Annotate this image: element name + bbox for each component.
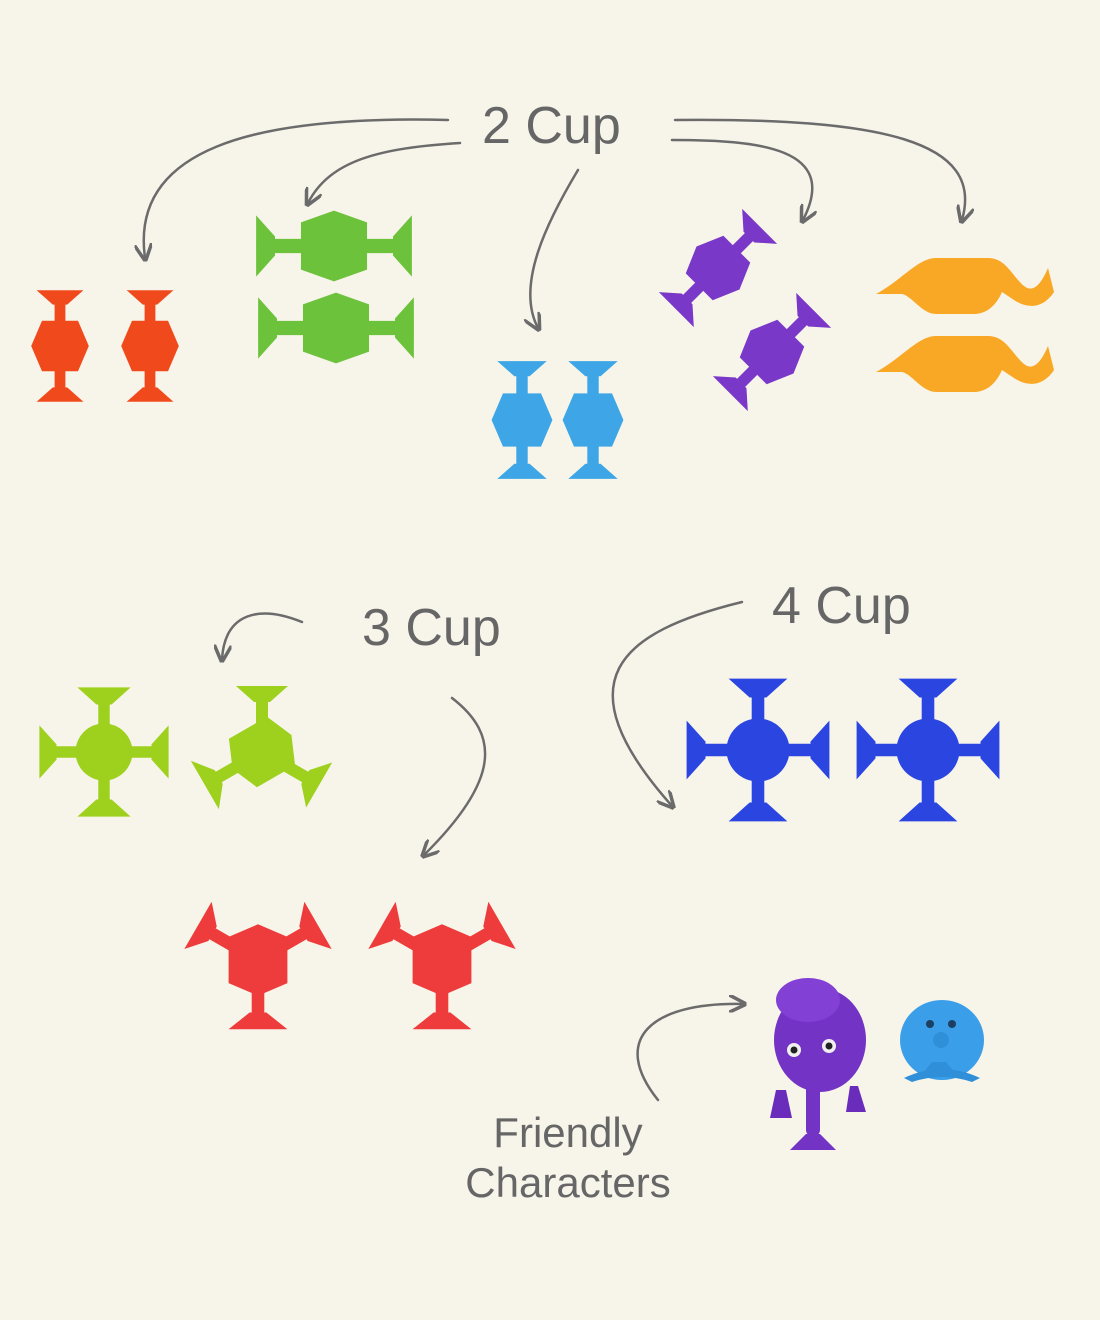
royal-blue-4cup-pieces	[686, 678, 1000, 822]
purple-2cup-pieces	[654, 204, 836, 416]
arrow-friendly-to-characters	[636, 1004, 743, 1102]
arrow-4cup-to-blue	[611, 600, 744, 806]
lime-3cup-pieces	[39, 663, 346, 846]
red-3cup-pieces	[184, 901, 516, 1030]
label-4-cup: 4 Cup	[772, 577, 911, 635]
purple-elephant-character	[770, 978, 866, 1150]
arrow-2cup-to-skyblue	[530, 168, 580, 328]
green-2cup-pieces	[256, 210, 414, 364]
arrow-2cup-to-green	[308, 141, 462, 203]
label-friendly-line2: Characters	[465, 1159, 671, 1207]
arrow-2cup-to-orangeyellow	[673, 118, 965, 220]
sky-blue-2cup-pieces	[491, 361, 624, 479]
orange-yellow-2cup-pieces	[876, 258, 1054, 392]
arrow-3cup-to-lime	[222, 612, 304, 659]
label-friendly-line1: Friendly	[493, 1109, 643, 1156]
arrow-2cup-to-purple	[670, 138, 812, 220]
arrow-3cup-to-red	[424, 696, 487, 855]
arrow-2cup-to-orange	[144, 118, 450, 258]
blue-octopus-character	[900, 1000, 984, 1082]
orange-red-2cup-pieces	[31, 290, 179, 402]
label-2-cup: 2 Cup	[482, 97, 621, 155]
label-friendly-characters: Friendly Characters	[438, 1108, 698, 1209]
label-3-cup: 3 Cup	[362, 599, 501, 657]
